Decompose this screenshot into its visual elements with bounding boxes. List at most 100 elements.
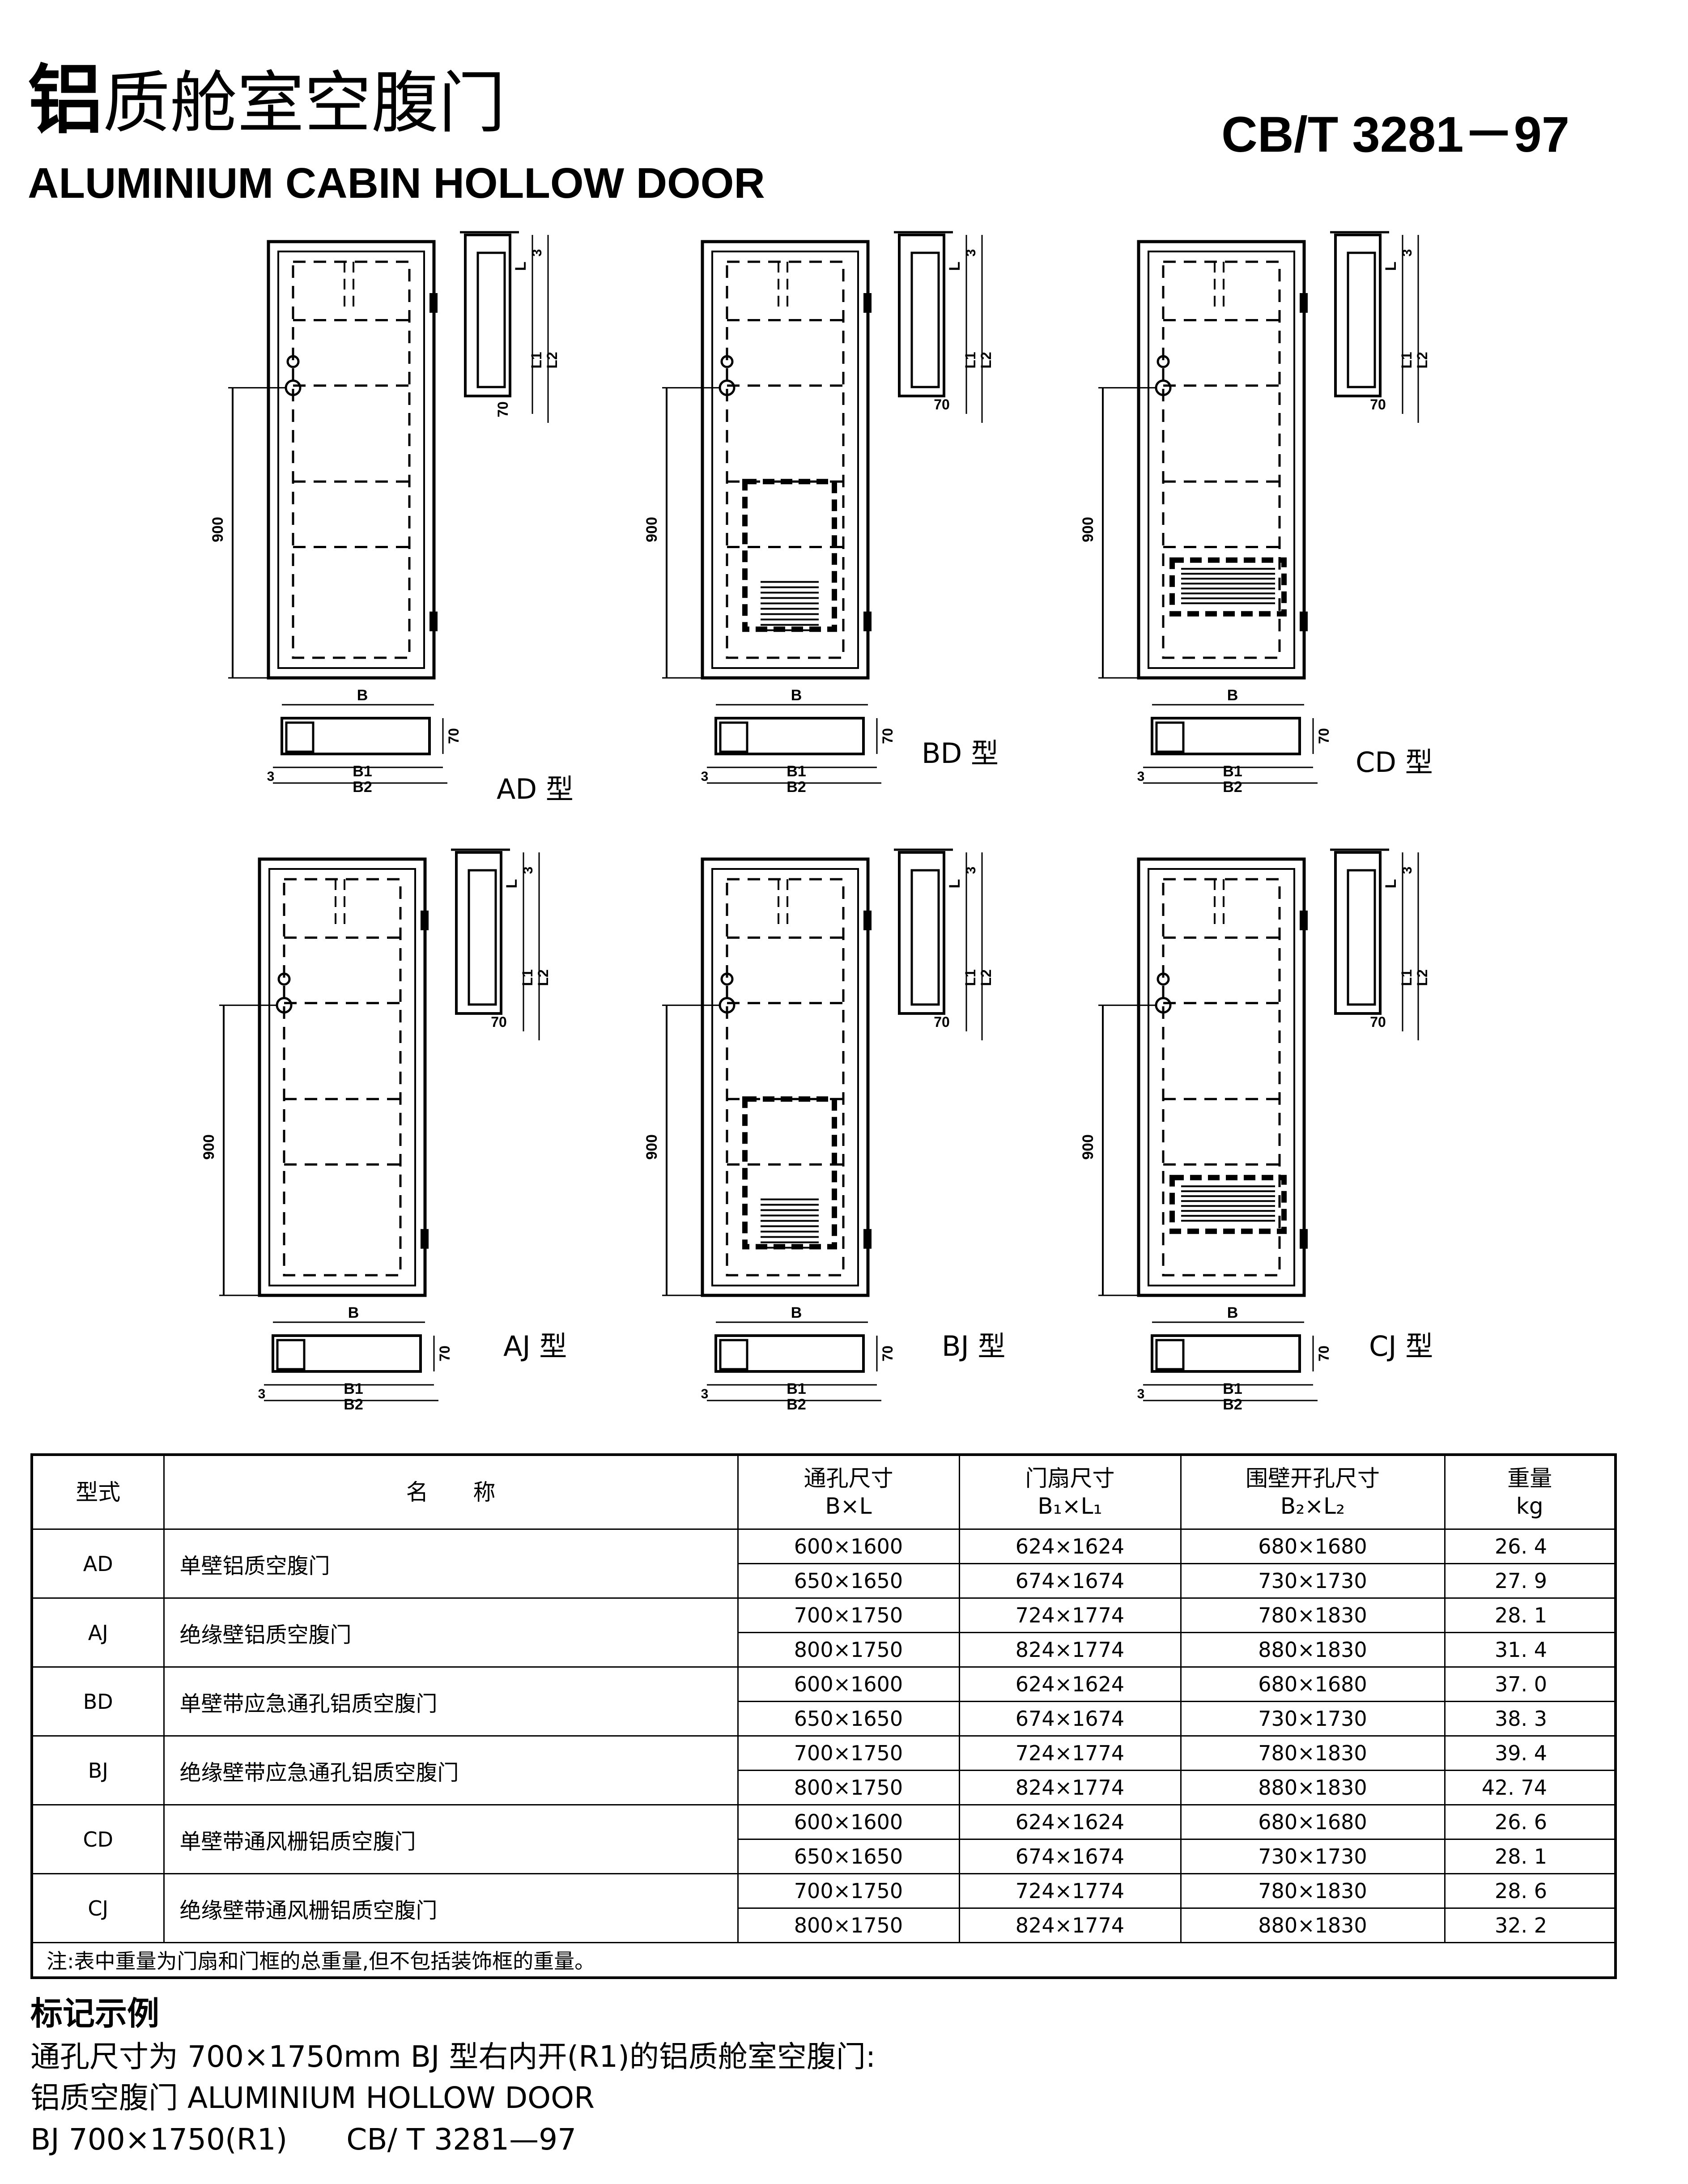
dim-L2-label: L2: [978, 969, 994, 986]
side-section: [455, 851, 502, 1015]
dim-B2-label: B2: [344, 1396, 363, 1413]
door-leaf: [711, 251, 859, 669]
door-lock: [720, 972, 734, 986]
door-stiffeners: [726, 878, 845, 1277]
bottom-section: [281, 717, 431, 755]
side-section: [464, 234, 511, 397]
door-stiffeners: [283, 878, 402, 1277]
dim-L2-label: L2: [1414, 969, 1430, 986]
side-section-inner: [910, 869, 940, 1006]
dim-3-label: 3: [530, 249, 544, 257]
dim-L-label: L: [946, 879, 963, 889]
dim-3-label: 3: [701, 1387, 709, 1401]
hinge: [1300, 611, 1308, 631]
table-note-row: 注:表中重量为门扇和门框的总重量,但不包括装饰框的重量。: [31, 1942, 1616, 1979]
dim-70-label: 70: [437, 1345, 453, 1362]
hinge: [1300, 1229, 1308, 1249]
type-label: AJ 型: [503, 1330, 567, 1362]
dim-L1-label: L1: [1399, 352, 1415, 368]
cell-door-leaf: 624×1624: [958, 1804, 1182, 1840]
dim-3-label: 3: [964, 867, 978, 874]
door-lock: [1157, 355, 1170, 368]
hinge: [1300, 293, 1308, 313]
door-stiffeners: [726, 260, 845, 659]
door-lock: [286, 355, 300, 368]
header-name: 名 称: [163, 1454, 739, 1530]
cell-name: 绝缘壁带应急通孔铝质空腹门: [163, 1735, 739, 1805]
dim-L-label: L: [1382, 879, 1399, 889]
bottom-section: [1151, 1334, 1301, 1373]
cell-wall-opening: 880×1830: [1180, 1632, 1446, 1668]
cell-through-hole: 700×1750: [737, 1597, 960, 1633]
cell-type: BD: [31, 1666, 165, 1737]
cell-type: AD: [31, 1528, 165, 1599]
cell-through-hole: 650×1650: [737, 1701, 960, 1737]
dim-L1-label: L1: [962, 352, 978, 368]
cell-wall-opening: 730×1730: [1180, 1839, 1446, 1874]
cell-door-leaf: 824×1774: [958, 1632, 1182, 1668]
cell-through-hole: 700×1750: [737, 1873, 960, 1909]
page-title-en: ALUMINIUM CABIN HOLLOW DOOR: [28, 159, 765, 207]
cell-name: 绝缘壁铝质空腹门: [163, 1597, 739, 1668]
cell-weight: 37. 0: [1444, 1666, 1616, 1702]
dim-B1-label: B1: [1223, 763, 1242, 780]
door-frame: [1137, 857, 1306, 1297]
cell-wall-opening: 780×1830: [1180, 1873, 1446, 1909]
hinge: [421, 1229, 429, 1249]
cell-weight: 26. 6: [1444, 1804, 1616, 1840]
dim-3-label: 3: [1137, 1387, 1145, 1401]
bottom-section: [1151, 717, 1301, 755]
standard-code: CB/T 3281－97: [1221, 106, 1570, 162]
side-section: [1334, 234, 1382, 397]
type-label: CJ 型: [1369, 1330, 1433, 1362]
dim-B-label: B: [357, 687, 368, 704]
emergency-hatch: [742, 479, 837, 632]
dim-B1-label: B1: [787, 1380, 806, 1397]
dim-L-label: L: [1382, 262, 1399, 271]
door-frame: [267, 240, 436, 680]
door-frame: [701, 857, 870, 1297]
table-note: 注:表中重量为门扇和门框的总重量,但不包括装饰框的重量。: [31, 1942, 1616, 1979]
dim-B-label: B: [1227, 1304, 1238, 1321]
bottom-section: [714, 1334, 865, 1373]
door-leaf: [268, 868, 416, 1286]
example-line-3: BJ 700×1750(R1) CB/ T 3281—97: [30, 2122, 577, 2157]
cell-through-hole: 600×1600: [737, 1528, 960, 1564]
cell-door-leaf: 724×1774: [958, 1735, 1182, 1771]
dim-B-label: B: [791, 1304, 802, 1321]
title-rest: 质舱室空腹门: [103, 64, 506, 142]
door-lock: [720, 355, 734, 368]
door-stiffeners: [1162, 878, 1281, 1277]
dim-3-label: 3: [1400, 249, 1415, 257]
dim-B-label: B: [1227, 687, 1238, 704]
hinge: [429, 293, 438, 313]
cell-through-hole: 700×1750: [737, 1735, 960, 1771]
dim-3-label: 3: [1137, 769, 1145, 784]
cell-through-hole: 600×1600: [737, 1804, 960, 1840]
cell-wall-opening: 730×1730: [1180, 1701, 1446, 1737]
door-stiffeners: [292, 260, 411, 659]
cell-door-leaf: 724×1774: [958, 1873, 1182, 1909]
emergency-hatch: [742, 1096, 837, 1250]
dim-B2-label: B2: [1223, 1396, 1242, 1413]
dim-900-label: 900: [209, 517, 226, 542]
cell-door-leaf: 674×1674: [958, 1701, 1182, 1737]
hinge: [429, 611, 438, 631]
cell-name: 单壁带通风栅铝质空腹门: [163, 1804, 739, 1874]
cell-name: 单壁铝质空腹门: [163, 1528, 739, 1599]
bottom-section: [714, 717, 865, 755]
door-stiffeners: [1162, 260, 1281, 659]
door-leaf: [1148, 868, 1295, 1286]
side-section: [898, 851, 945, 1015]
door-lock: [1157, 972, 1170, 986]
dim-900-label: 900: [1080, 1134, 1097, 1160]
door-leaf: [1148, 251, 1295, 669]
hinge: [863, 611, 872, 631]
